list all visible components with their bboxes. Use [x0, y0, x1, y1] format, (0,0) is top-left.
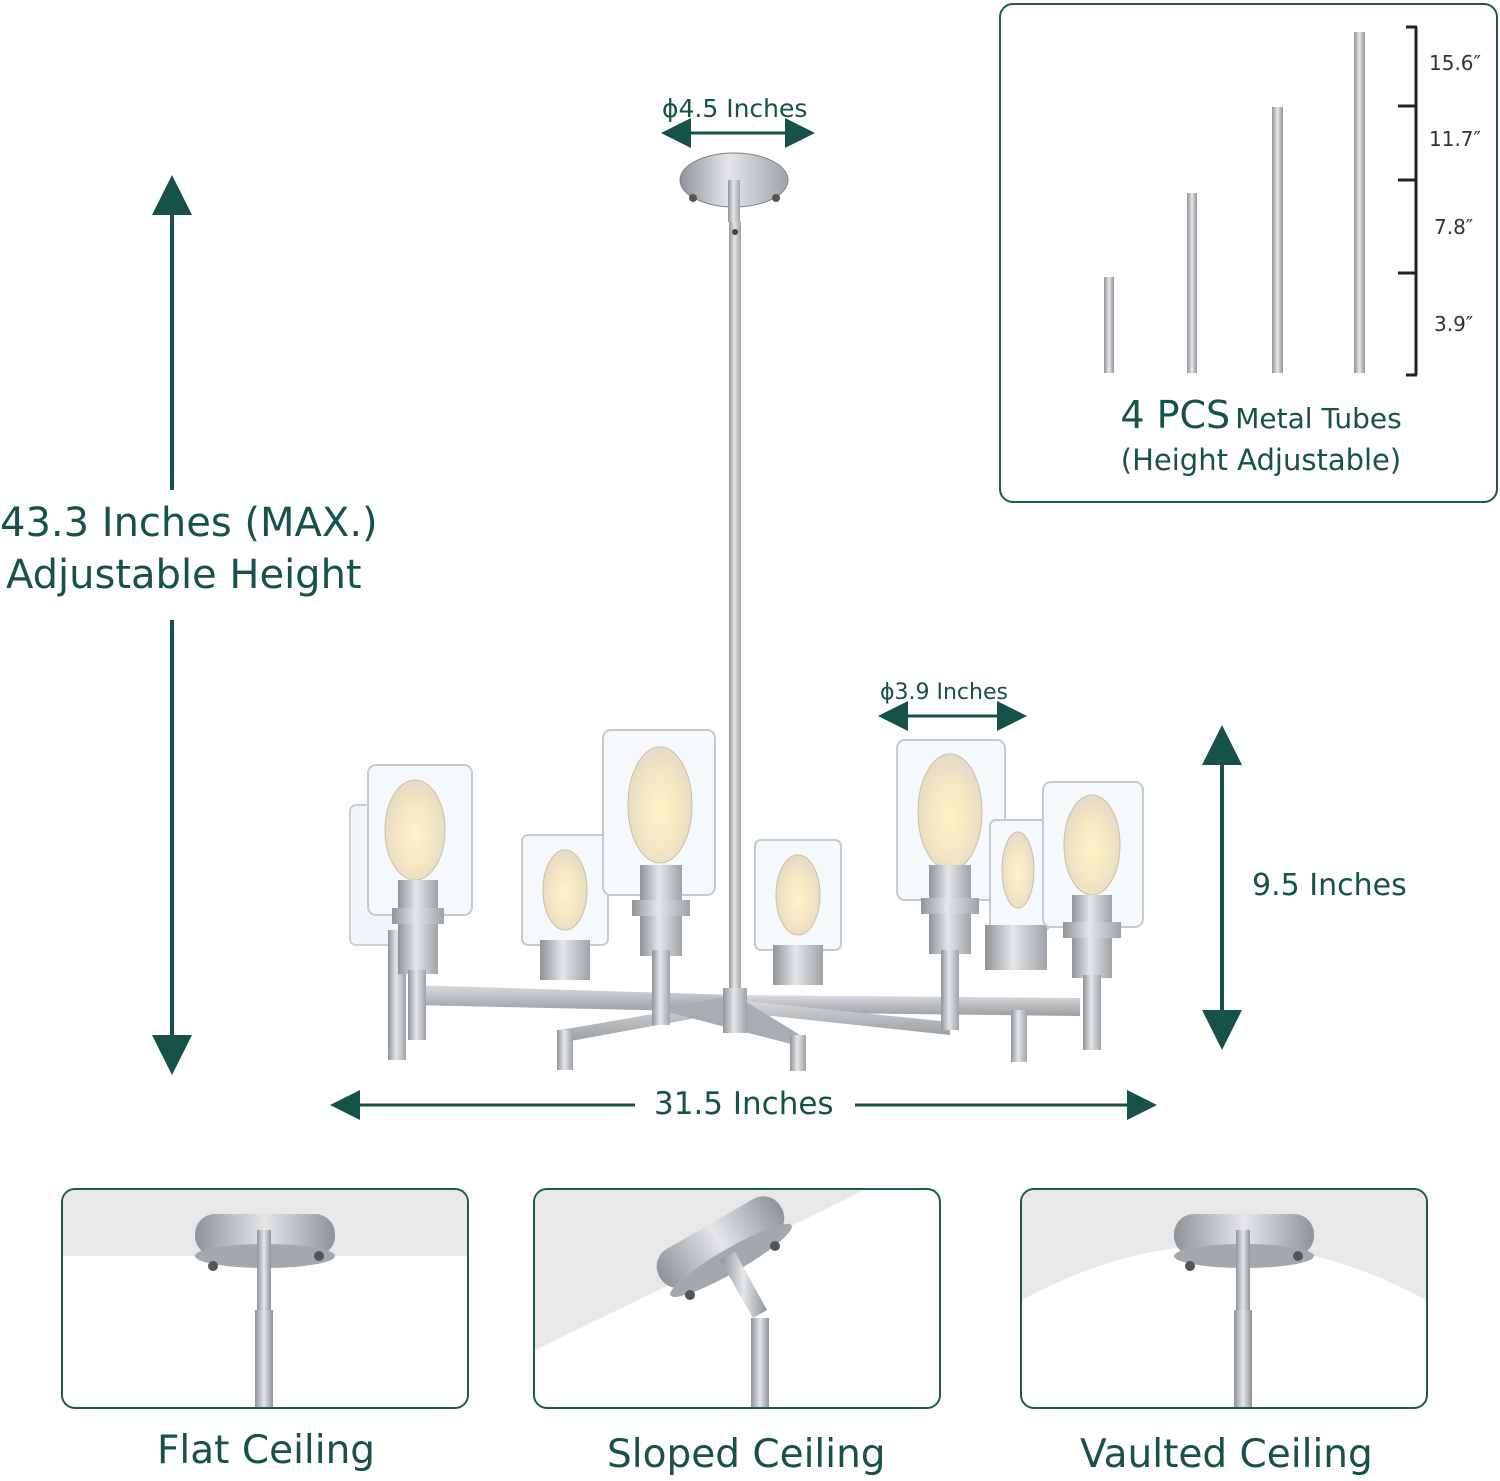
- tube-length-3: 7.8″: [1434, 215, 1474, 239]
- vaulted-ceiling-illustration: [1022, 1190, 1426, 1407]
- tube-15-6: [1354, 32, 1365, 373]
- tubes-count: 4 PCS: [1120, 393, 1231, 437]
- sloped-ceiling-label: Sloped Ceiling: [607, 1432, 886, 1477]
- shade-height-label: 9.5 Inches: [1252, 868, 1407, 903]
- tubes-illustration: [1104, 25, 1418, 377]
- tube-length-4: 3.9″: [1434, 312, 1474, 336]
- tube-3-9: [1104, 277, 1114, 373]
- tube-7-8: [1187, 193, 1197, 373]
- tubes-note: (Height Adjustable): [1120, 443, 1402, 477]
- sloped-ceiling-panel: [533, 1188, 941, 1409]
- tube-length-2: 11.7″: [1429, 127, 1482, 151]
- max-height-label-line1: 43.3 Inches (MAX.): [0, 500, 378, 546]
- shade-diameter-label: ϕ3.9 Inches: [880, 680, 1008, 705]
- flat-ceiling-illustration: [63, 1190, 467, 1407]
- flat-ceiling-label: Flat Ceiling: [157, 1428, 376, 1473]
- tube-11-7: [1272, 107, 1283, 373]
- sloped-ceiling-illustration: [535, 1190, 865, 1407]
- max-height-label-line2: Adjustable Height: [6, 552, 362, 598]
- canopy-diameter-label: ϕ4.5 Inches: [662, 94, 808, 123]
- chandelier-arms: [410, 985, 1080, 1045]
- vaulted-ceiling-panel: [1020, 1188, 1428, 1409]
- vaulted-ceiling-label: Vaulted Ceiling: [1080, 1432, 1373, 1477]
- flat-ceiling-panel: [61, 1188, 469, 1409]
- light-cups: [349, 729, 1144, 1071]
- tubes-name: Metal Tubes: [1235, 402, 1402, 435]
- metal-tubes-panel: 15.6″ 11.7″ 7.8″ 3.9″ 4 PCS Metal Tubes …: [999, 3, 1498, 503]
- tube-length-1: 15.6″: [1429, 51, 1482, 75]
- tubes-caption: 4 PCS Metal Tubes: [1001, 393, 1496, 437]
- width-label: 31.5 Inches: [654, 1086, 834, 1122]
